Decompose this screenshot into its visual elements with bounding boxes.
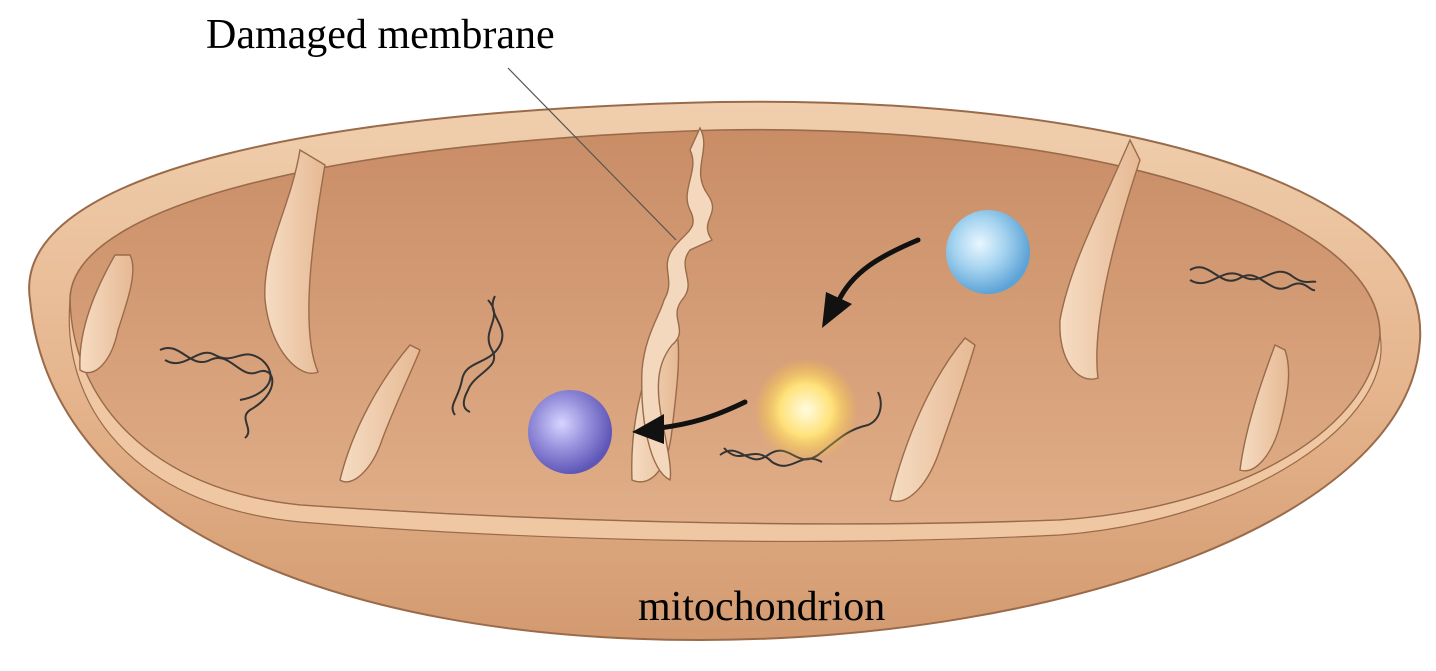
mitochondrion-label: mitochondrion — [638, 586, 885, 628]
spark-icon — [754, 358, 858, 462]
blue-particle-icon — [946, 210, 1030, 294]
purple-particle-icon — [528, 390, 612, 474]
inner-compartment — [70, 130, 1380, 524]
damaged-membrane-label: Damaged membrane — [206, 14, 555, 56]
